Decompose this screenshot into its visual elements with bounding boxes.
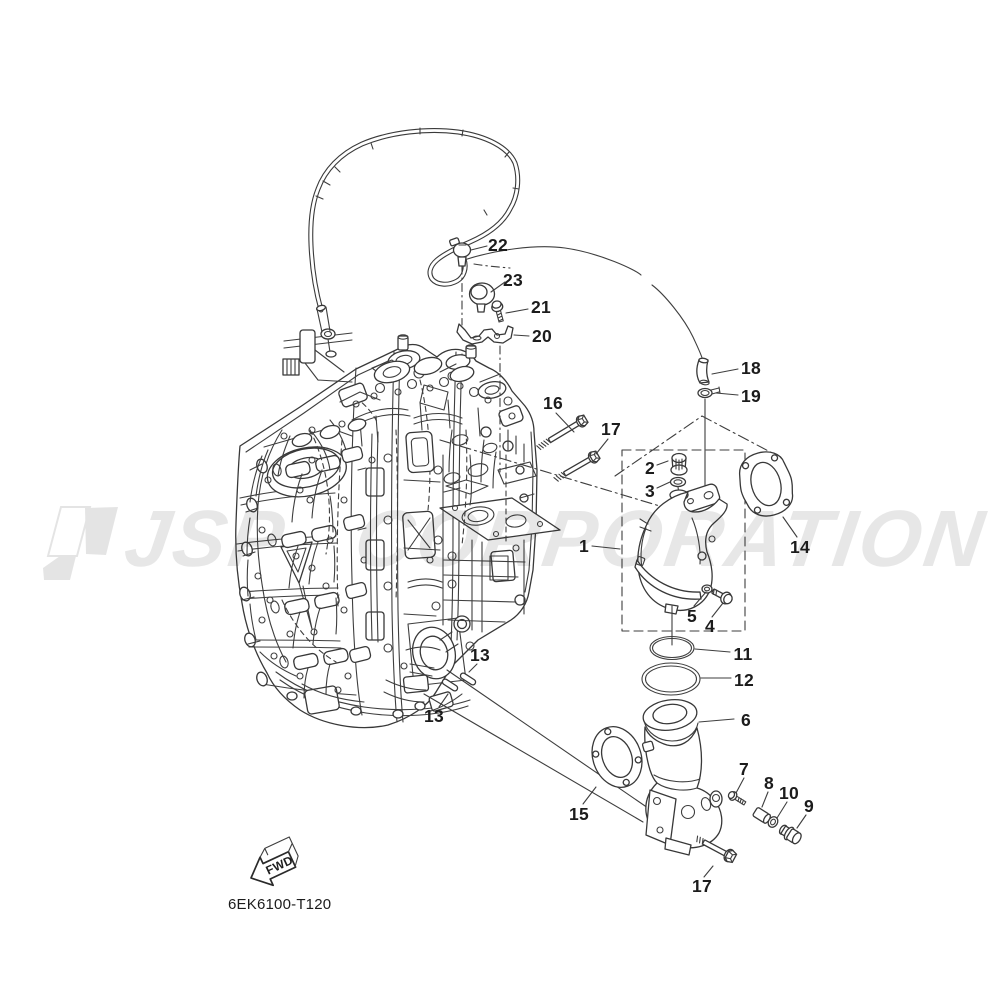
svg-text:10: 10 [779, 783, 799, 803]
svg-text:1: 1 [579, 536, 589, 556]
svg-text:20: 20 [532, 326, 552, 346]
svg-text:19: 19 [741, 386, 761, 406]
svg-text:17: 17 [601, 419, 621, 439]
svg-text:5: 5 [687, 606, 697, 626]
svg-text:14: 14 [790, 537, 810, 557]
svg-text:18: 18 [741, 358, 761, 378]
svg-text:23: 23 [503, 270, 523, 290]
svg-text:22: 22 [488, 235, 508, 255]
svg-text:21: 21 [531, 297, 551, 317]
svg-text:13: 13 [470, 645, 490, 665]
svg-text:13: 13 [424, 706, 444, 726]
svg-text:7: 7 [739, 759, 749, 779]
svg-text:JSP: JSP [119, 494, 292, 584]
svg-text:15: 15 [569, 804, 589, 824]
svg-text:9: 9 [804, 796, 814, 816]
svg-text:8: 8 [764, 773, 774, 793]
svg-text:3: 3 [645, 481, 655, 501]
svg-text:2: 2 [645, 458, 655, 478]
svg-text:12: 12 [734, 670, 754, 690]
svg-text:6: 6 [741, 710, 751, 730]
svg-text:16: 16 [543, 393, 563, 413]
svg-text:11: 11 [733, 644, 752, 664]
svg-text:6EK6100-T120: 6EK6100-T120 [228, 896, 331, 913]
svg-text:17: 17 [692, 876, 712, 896]
svg-text:CORPORATION: CORPORATION [349, 494, 992, 584]
svg-text:4: 4 [705, 616, 715, 636]
